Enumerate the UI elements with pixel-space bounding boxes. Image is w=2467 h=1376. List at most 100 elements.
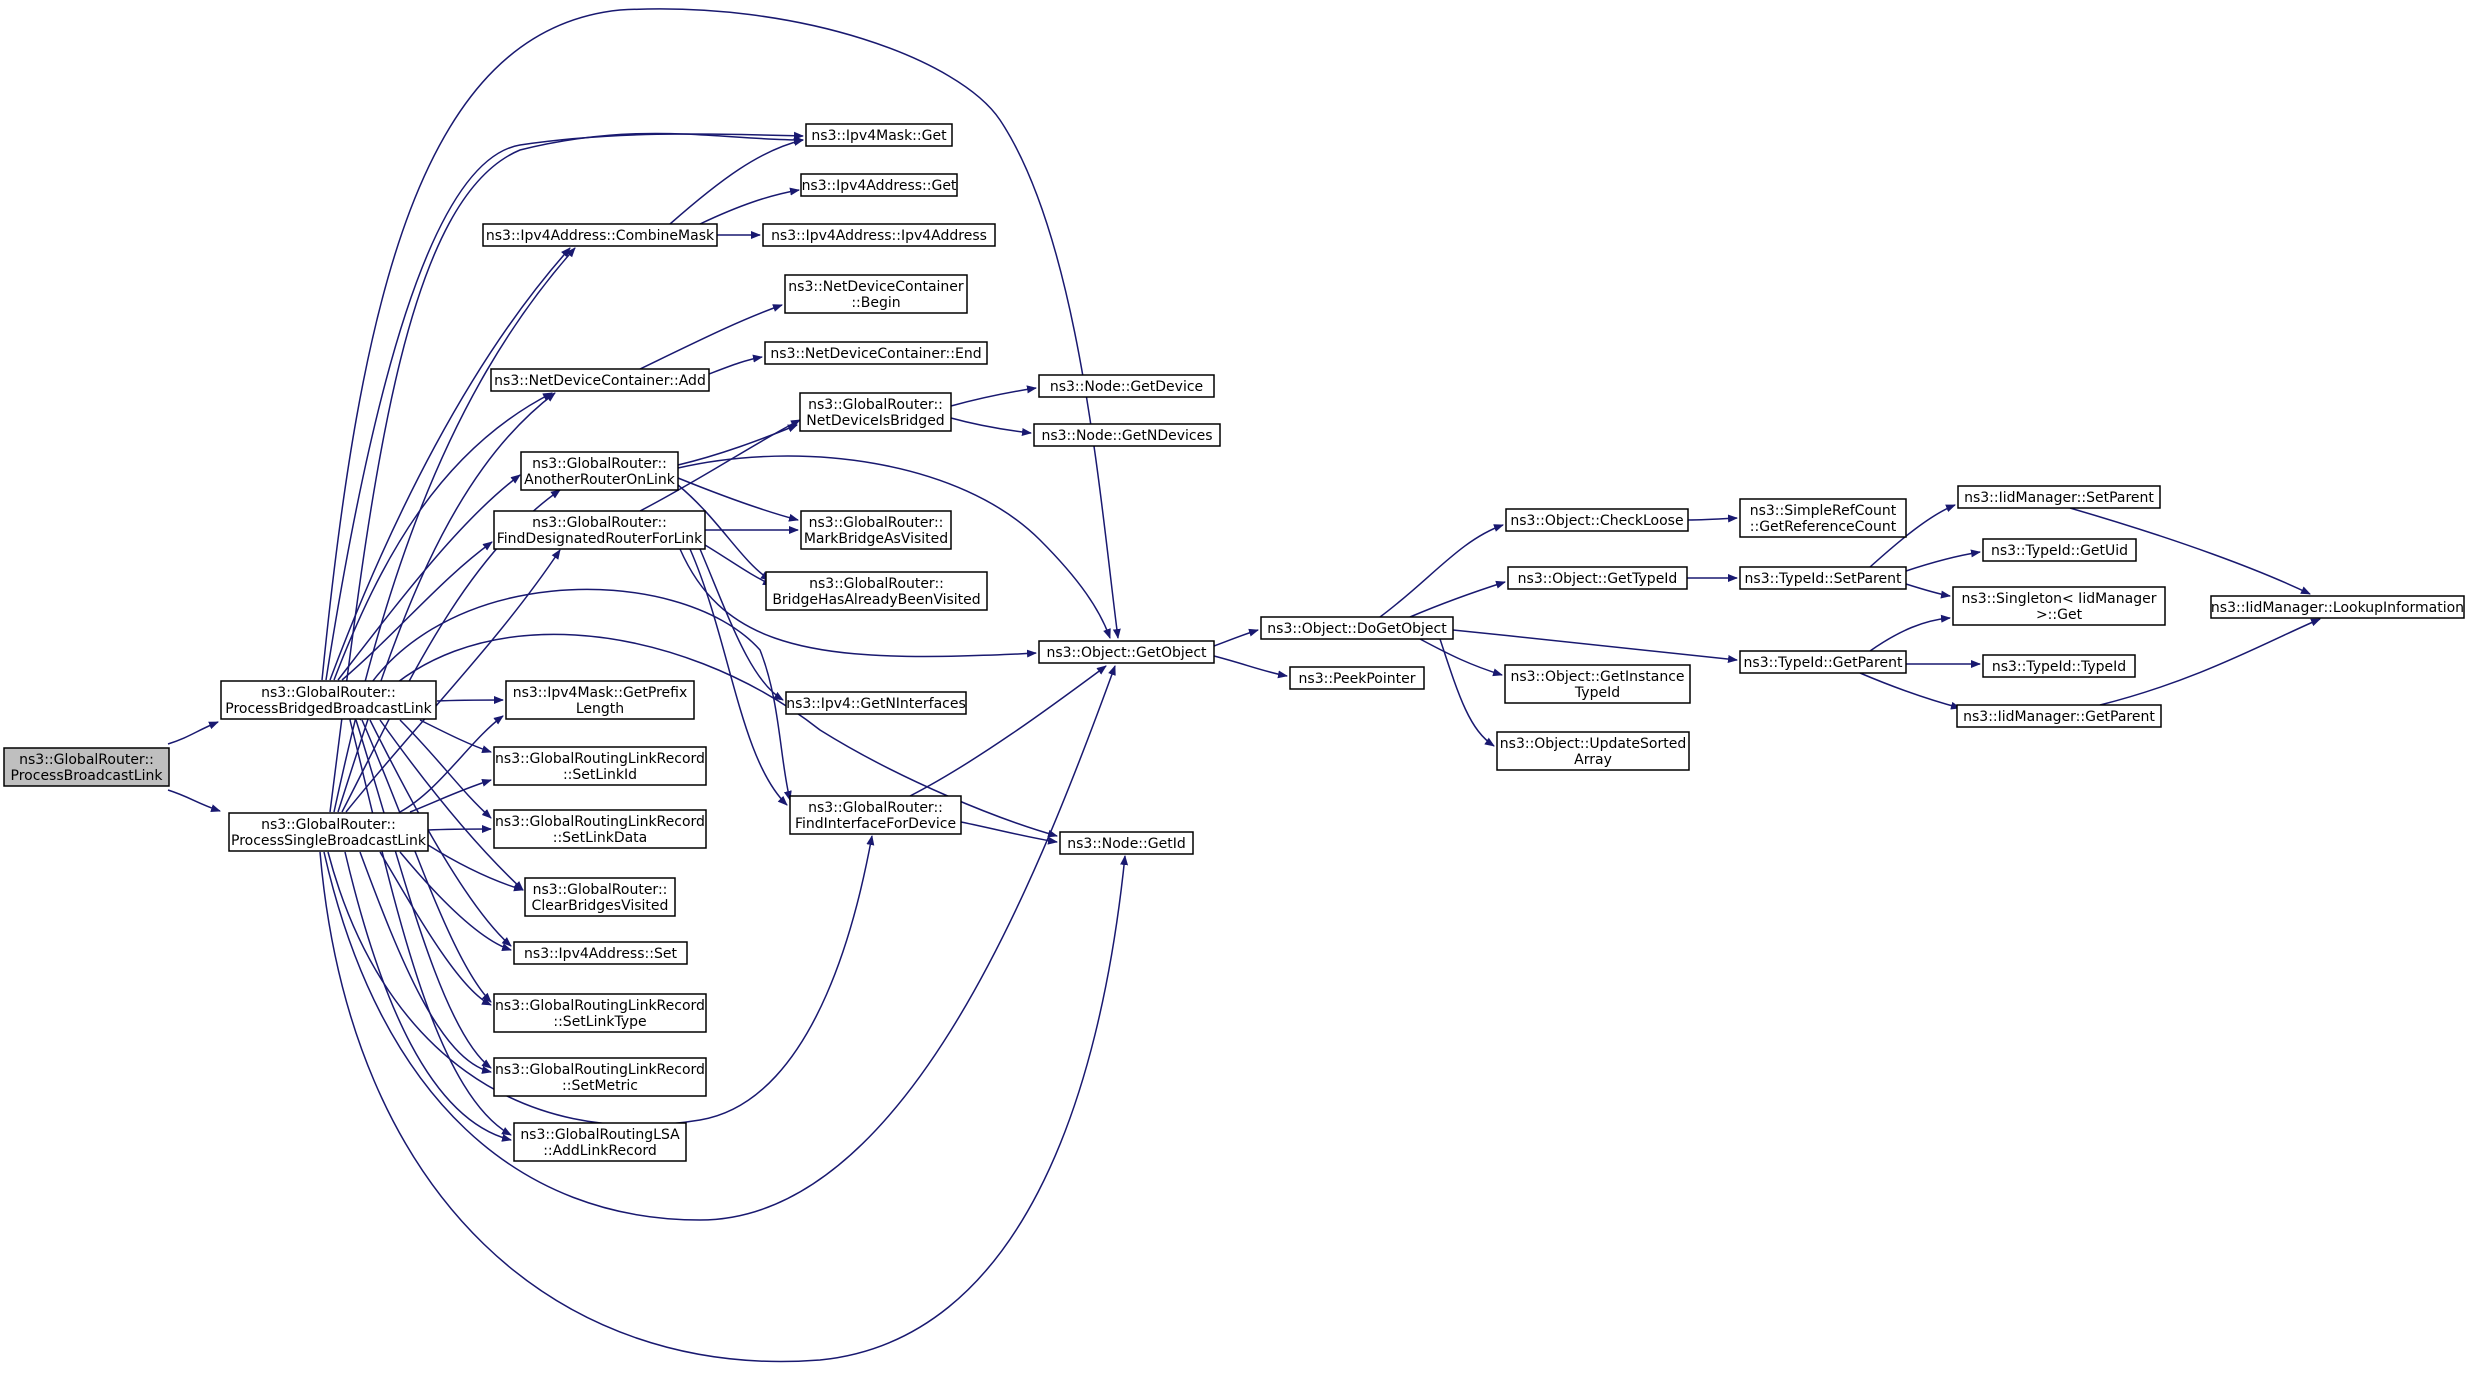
node-box[interactable]	[1059, 831, 1194, 855]
node-box[interactable]	[493, 510, 706, 550]
graph-node-n9[interactable]: ns3::NetDeviceContainer::End	[764, 341, 988, 365]
call-edge-n42-n43	[2099, 618, 2321, 706]
node-box[interactable]	[493, 993, 707, 1033]
node-box[interactable]	[524, 877, 676, 917]
graph-node-n18[interactable]: ns3::Ipv4::GetNInterfaces	[785, 691, 967, 715]
graph-node-n30[interactable]: ns3::PeekPointer	[1289, 666, 1425, 690]
graph-node-n16[interactable]: ns3::GlobalRouter::BridgeHasAlreadyBeenV…	[765, 571, 988, 611]
graph-node-n38[interactable]: ns3::IidManager::SetParent	[1957, 485, 2161, 509]
graph-node-n1[interactable]: ns3::GlobalRouter::ProcessBridgedBroadca…	[220, 680, 437, 720]
graph-node-n25[interactable]: ns3::Ipv4Address::Set	[513, 941, 688, 965]
node-box[interactable]	[800, 173, 958, 197]
graph-node-n8[interactable]: ns3::NetDeviceContainer::Add	[490, 368, 710, 392]
node-box[interactable]	[1739, 566, 1907, 590]
graph-node-n34[interactable]: ns3::TypeId::SetParent	[1739, 566, 1907, 590]
graph-node-n42[interactable]: ns3::IidManager::GetParent	[1956, 704, 2162, 728]
node-box[interactable]	[1739, 650, 1907, 674]
graph-node-n29[interactable]: ns3::Object::DoGetObject	[1260, 616, 1454, 640]
node-box[interactable]	[513, 941, 688, 965]
graph-node-n11[interactable]: ns3::Node::GetDevice	[1038, 374, 1215, 398]
graph-node-n33[interactable]: ns3::Object::GetTypeId	[1507, 566, 1688, 590]
node-box[interactable]	[2210, 595, 2465, 619]
node-label: ns3::GlobalRouter::	[809, 576, 944, 592]
node-box[interactable]	[3, 747, 170, 787]
node-box[interactable]	[784, 274, 968, 314]
node-box[interactable]	[482, 223, 718, 247]
graph-node-n6[interactable]: ns3::Ipv4Address::Ipv4Address	[762, 223, 996, 247]
graph-node-n17[interactable]: ns3::Object::GetObject	[1038, 640, 1215, 664]
node-box[interactable]	[493, 1057, 707, 1097]
nodes-layer: ns3::GlobalRouter::ProcessBroadcastLinkn…	[3, 123, 2465, 1162]
graph-node-n37[interactable]: ns3::TypeId::GetParent	[1739, 650, 1907, 674]
graph-node-n26[interactable]: ns3::GlobalRoutingLinkRecord::SetLinkTyp…	[493, 993, 707, 1033]
graph-node-n7[interactable]: ns3::NetDeviceContainer::Begin	[784, 274, 968, 314]
graph-node-n2[interactable]: ns3::GlobalRouter::ProcessSingleBroadcas…	[228, 812, 429, 852]
node-box[interactable]	[1033, 423, 1221, 447]
node-label: ns3::Object::UpdateSorted	[1500, 736, 1686, 752]
graph-node-n20[interactable]: ns3::GlobalRoutingLinkRecord::SetLinkId	[493, 746, 707, 786]
call-edge-n1-n13	[337, 474, 521, 681]
node-box[interactable]	[1505, 508, 1689, 532]
call-edge-n10-n11	[950, 385, 1037, 407]
node-box[interactable]	[1739, 498, 1907, 538]
graph-node-n27[interactable]: ns3::GlobalRoutingLinkRecord::SetMetric	[493, 1057, 707, 1097]
node-box[interactable]	[1982, 654, 2136, 678]
node-box[interactable]	[805, 123, 953, 147]
graph-node-n41[interactable]: ns3::TypeId::TypeId	[1982, 654, 2136, 678]
node-box[interactable]	[490, 368, 710, 392]
node-label: ns3::NetDeviceContainer::Add	[494, 373, 706, 389]
node-box[interactable]	[1038, 640, 1215, 664]
node-box[interactable]	[1504, 664, 1691, 704]
graph-node-n39[interactable]: ns3::TypeId::GetUid	[1982, 538, 2137, 562]
node-label: ns3::GlobalRoutingLinkRecord	[495, 998, 705, 1014]
graph-node-n0[interactable]: ns3::GlobalRouter::ProcessBroadcastLink	[3, 747, 170, 787]
node-label: FindDesignatedRouterForLink	[497, 531, 703, 547]
node-box[interactable]	[800, 510, 952, 550]
node-box[interactable]	[1496, 731, 1690, 771]
graph-node-n32[interactable]: ns3::SimpleRefCount::GetReferenceCount	[1739, 498, 1907, 538]
graph-node-n5[interactable]: ns3::Ipv4Address::CombineMask	[482, 223, 718, 247]
node-box[interactable]	[513, 1122, 687, 1162]
graph-node-n31[interactable]: ns3::Object::CheckLoose	[1505, 508, 1689, 532]
node-box[interactable]	[1289, 666, 1425, 690]
graph-node-n12[interactable]: ns3::Node::GetNDevices	[1033, 423, 1221, 447]
node-box[interactable]	[1956, 704, 2162, 728]
node-box[interactable]	[765, 571, 988, 611]
graph-node-n28[interactable]: ns3::GlobalRoutingLSA::AddLinkRecord	[513, 1122, 687, 1162]
graph-node-n4[interactable]: ns3::Ipv4Address::Get	[800, 173, 958, 197]
graph-node-n13[interactable]: ns3::GlobalRouter::AnotherRouterOnLink	[520, 451, 679, 491]
graph-node-n21[interactable]: ns3::GlobalRoutingLinkRecord::SetLinkDat…	[493, 809, 707, 849]
node-box[interactable]	[228, 812, 429, 852]
node-box[interactable]	[493, 746, 707, 786]
node-box[interactable]	[1957, 485, 2161, 509]
node-box[interactable]	[799, 392, 952, 432]
graph-node-n22[interactable]: ns3::GlobalRouter::FindInterfaceForDevic…	[789, 795, 962, 835]
graph-node-n14[interactable]: ns3::GlobalRouter::MarkBridgeAsVisited	[800, 510, 952, 550]
node-box[interactable]	[762, 223, 996, 247]
node-box[interactable]	[1952, 586, 2166, 626]
graph-node-n43[interactable]: ns3::IidManager::LookupInformation	[2210, 595, 2465, 619]
graph-node-n10[interactable]: ns3::GlobalRouter::NetDeviceIsBridged	[799, 392, 952, 432]
node-box[interactable]	[1507, 566, 1688, 590]
graph-node-n40[interactable]: ns3::Singleton< IidManager >::Get	[1952, 586, 2166, 626]
node-box[interactable]	[520, 451, 679, 491]
node-label: ns3::Ipv4Address::CombineMask	[486, 228, 715, 244]
call-edge-n1-n25	[369, 719, 512, 947]
graph-node-n24[interactable]: ns3::GlobalRouter::ClearBridgesVisited	[524, 877, 676, 917]
node-box[interactable]	[764, 341, 988, 365]
node-box[interactable]	[789, 795, 962, 835]
node-box[interactable]	[220, 680, 437, 720]
node-box[interactable]	[505, 680, 695, 720]
node-box[interactable]	[785, 691, 967, 715]
graph-node-n15[interactable]: ns3::GlobalRouter::FindDesignatedRouterF…	[493, 510, 706, 550]
node-box[interactable]	[1038, 374, 1215, 398]
node-label: ns3::IidManager::LookupInformation	[2211, 600, 2464, 616]
node-box[interactable]	[1982, 538, 2137, 562]
node-box[interactable]	[1260, 616, 1454, 640]
graph-node-n3[interactable]: ns3::Ipv4Mask::Get	[805, 123, 953, 147]
graph-node-n23[interactable]: ns3::Node::GetId	[1059, 831, 1194, 855]
node-box[interactable]	[493, 809, 707, 849]
